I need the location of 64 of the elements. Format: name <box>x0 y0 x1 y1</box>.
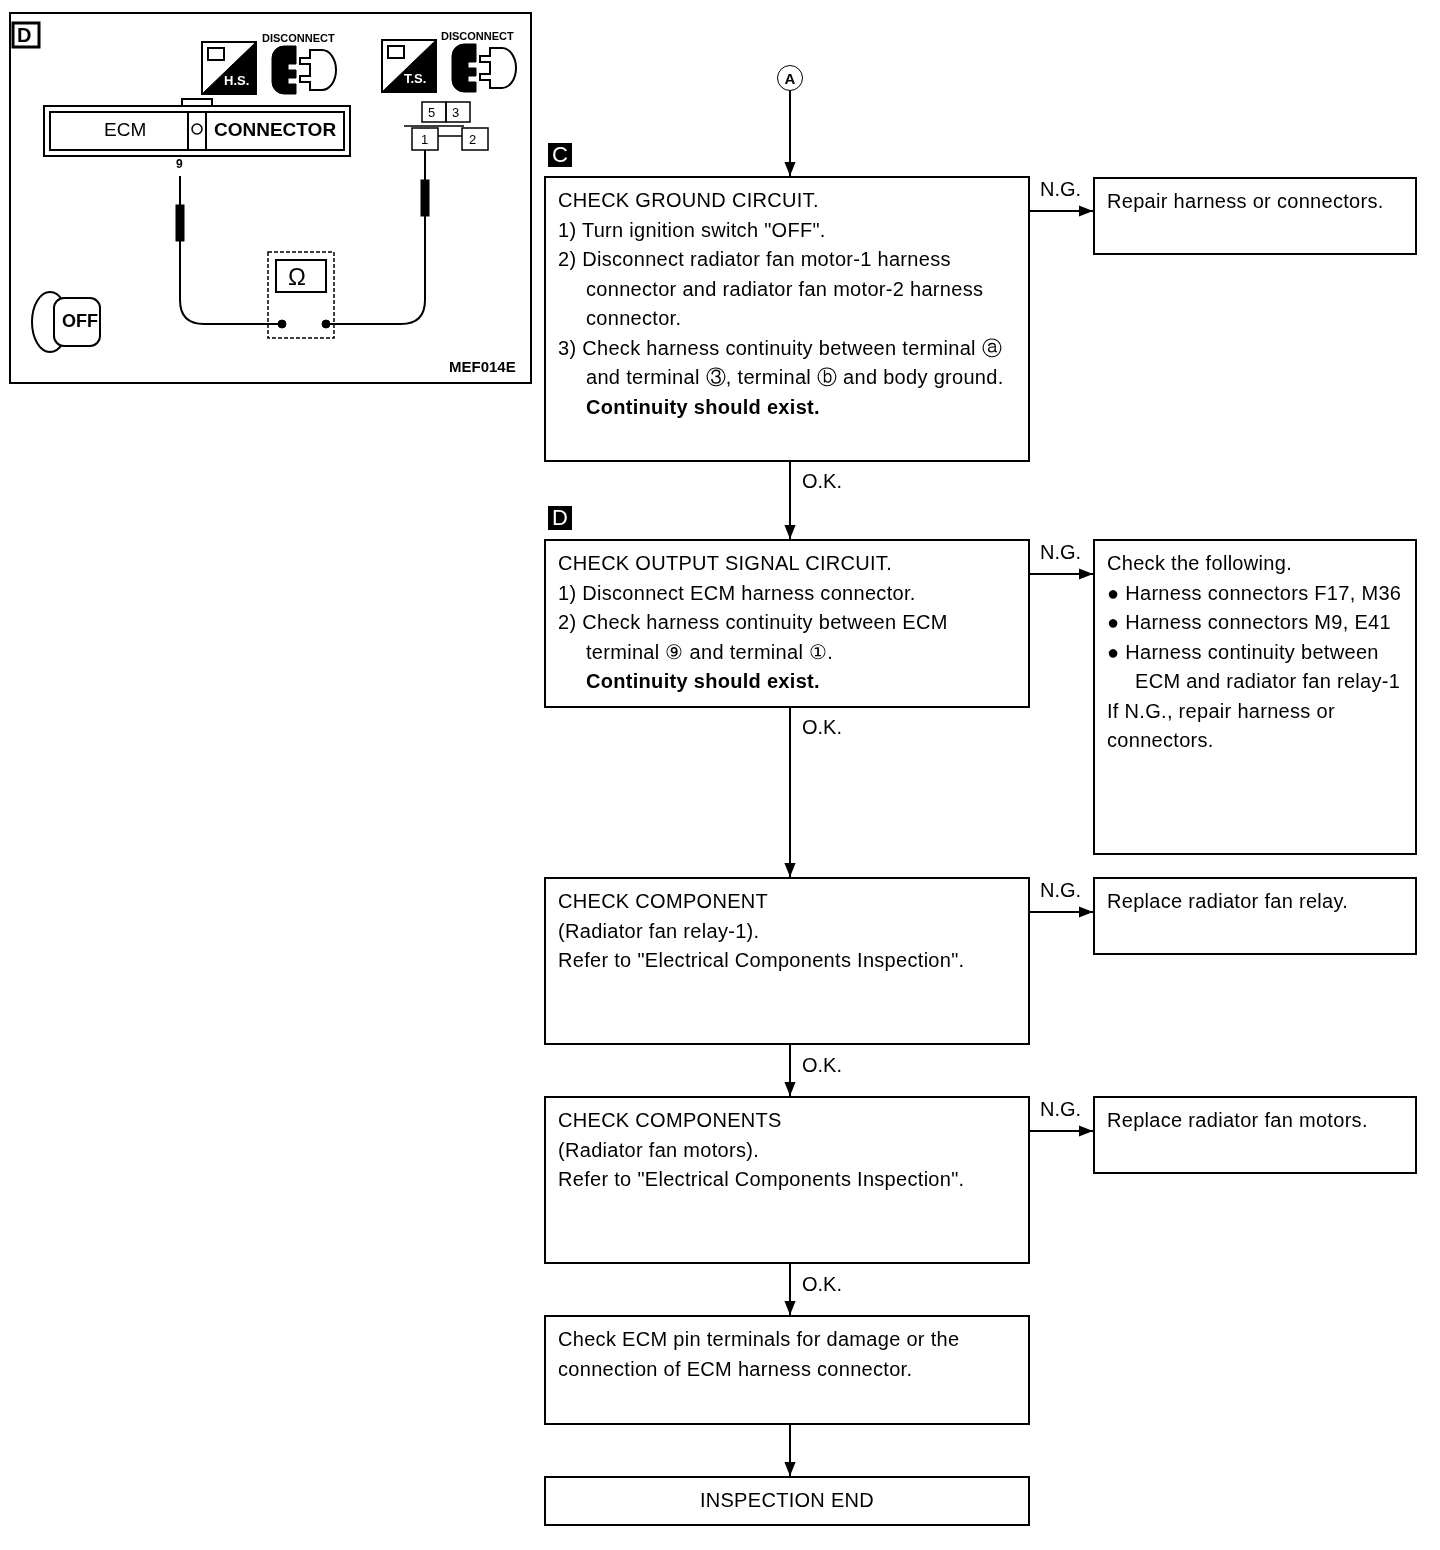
step-text: 2) Disconnect radiator fan motor-1 harness connector and radiator fan motor-2 harness connector. <box>558 247 985 331</box>
arrow <box>784 1424 796 1477</box>
step-text: Replace radiator fan relay. <box>1107 889 1350 914</box>
arrow <box>784 1044 796 1097</box>
connector-label: ECM <box>104 120 147 139</box>
icon-caption: H.S. <box>224 74 250 87</box>
step-box <box>1093 177 1417 255</box>
switch-label: OFF <box>62 312 98 330</box>
step-text: ● Harness continuity between ECM and radiator fan relay-1 <box>1107 639 1402 694</box>
instruction-text: DISCONNECT <box>441 31 514 42</box>
panel-letter: D <box>17 25 32 45</box>
arrow <box>784 1263 796 1316</box>
step-box <box>544 1315 1030 1425</box>
arrow <box>784 461 796 540</box>
step-box <box>1093 539 1417 855</box>
arrow <box>1029 205 1094 217</box>
step-box <box>544 1476 1030 1526</box>
step-text: ● Harness connectors M9, E41 <box>1107 610 1392 635</box>
step-heading: Check the following. <box>1107 551 1293 576</box>
step-text: (Radiator fan motors). <box>558 1137 761 1163</box>
terminal-number: 1 <box>421 133 429 146</box>
step-text: Refer to "Electrical Components Inspection". <box>558 1167 966 1192</box>
step-heading: CHECK OUTPUT SIGNAL CIRCUIT. <box>558 551 893 576</box>
step-text: If N.G., repair harness or connectors. <box>1107 698 1336 753</box>
step-text: 2) Check harness continuity between ECM terminal ⑨ and terminal ①. <box>558 610 949 665</box>
ohm-symbol: Ω <box>288 265 306 289</box>
terminal-number: 9 <box>176 158 183 170</box>
step-text: Continuity should exist. <box>585 394 821 420</box>
step-letter-badge: C <box>548 143 572 167</box>
connector-circle <box>777 65 803 91</box>
step-text: Repair harness or connectors. <box>1107 189 1385 214</box>
step-box <box>544 1096 1030 1264</box>
step-box <box>544 539 1030 708</box>
step-box <box>544 176 1030 462</box>
terminal-number: 3 <box>452 106 460 119</box>
figure-code: MEF014E <box>449 359 516 374</box>
step-heading: CHECK COMPONENT <box>558 889 770 914</box>
step-text: 1) Disconnect ECM harness connector. <box>558 580 917 606</box>
step-text: 3) Check harness continuity between terminal ⓐ and terminal ③, terminal ⓑ and body ground. <box>558 335 1005 390</box>
step-text: 1) Turn ignition switch "OFF". <box>558 217 827 243</box>
step-text: ● Harness connectors F17, M36 <box>1107 580 1403 606</box>
terminal-number: 5 <box>428 106 436 119</box>
step-text: Continuity should exist. <box>585 669 821 694</box>
icon-caption: T.S. <box>404 72 427 85</box>
step-box <box>1093 877 1417 955</box>
step-text: INSPECTION END <box>698 1488 876 1513</box>
terminal-number: 2 <box>469 133 477 146</box>
arrow <box>1029 568 1094 580</box>
arrow <box>1029 906 1094 918</box>
step-text: Refer to "Electrical Components Inspection". <box>558 948 966 973</box>
step-text: Check ECM pin terminals for damage or the connection of ECM harness connector. <box>558 1327 961 1382</box>
instruction-text: DISCONNECT <box>262 33 335 44</box>
arrow <box>784 90 796 177</box>
arrow <box>1029 1125 1094 1137</box>
connector-label: CONNECTOR <box>214 120 337 139</box>
connector-letter: A <box>784 70 796 86</box>
step-letter-badge: D <box>548 506 572 530</box>
step-box <box>1093 1096 1417 1174</box>
step-heading: CHECK GROUND CIRCUIT. <box>558 188 820 213</box>
arrow <box>784 707 796 878</box>
step-text: Replace radiator fan motors. <box>1107 1108 1369 1133</box>
step-text: (Radiator fan relay-1). <box>558 918 761 944</box>
step-heading: CHECK COMPONENTS <box>558 1108 783 1133</box>
step-box <box>544 877 1030 1045</box>
